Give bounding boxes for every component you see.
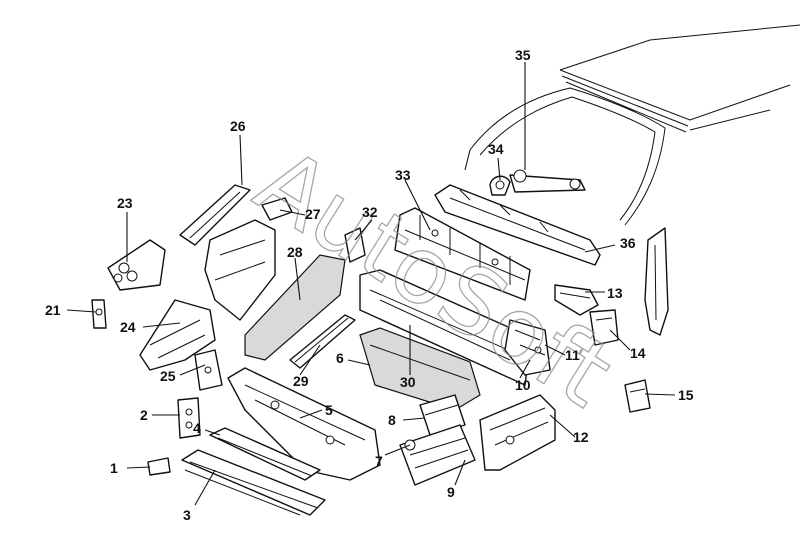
callout-13: 13 [607, 285, 623, 301]
bracket-2 [177, 397, 201, 439]
bracket-10-11 [504, 319, 551, 376]
upper-rail-26 [179, 184, 251, 246]
callout-27: 27 [305, 206, 321, 222]
right-apron-12 [479, 394, 556, 471]
callout-35: 35 [515, 47, 531, 63]
callout-14: 14 [630, 345, 646, 361]
bolt-21 [91, 299, 107, 329]
crossmember-4 [209, 427, 321, 481]
callout-26: 26 [230, 118, 246, 134]
left-apron-24 [139, 299, 216, 371]
cowl-panel-36 [434, 184, 601, 266]
callout-2: 2 [140, 407, 148, 423]
callout-25: 25 [160, 368, 176, 384]
callout-11: 11 [565, 347, 580, 363]
callout-10: 10 [515, 377, 531, 393]
callout-6: 6 [336, 350, 344, 366]
callout-34: 34 [488, 141, 504, 157]
strut-mount-23 [107, 239, 166, 291]
bulkhead-33 [394, 207, 531, 301]
callout-labels: 1 2 3 4 5 6 7 8 9 10 11 12 13 14 15 21 2… [45, 47, 694, 523]
side-rail-29 [289, 314, 356, 369]
lower-tray-9 [399, 424, 476, 486]
callout-8: 8 [388, 412, 396, 428]
clip-1 [147, 457, 171, 476]
callout-4: 4 [193, 420, 201, 436]
wiper-linkage-34-35 [489, 169, 586, 196]
bumper-reinforcement-3 [181, 449, 326, 516]
callout-29: 29 [293, 373, 309, 389]
callout-36: 36 [620, 235, 636, 251]
floor-panel-28 [244, 254, 346, 361]
tray-6 [359, 327, 481, 411]
bracket-32 [344, 227, 366, 263]
callout-3: 3 [183, 507, 191, 523]
a-pillar [644, 227, 669, 336]
callout-15: 15 [678, 387, 694, 403]
battery-tray-8 [419, 394, 466, 436]
box-15 [624, 379, 651, 413]
callout-28: 28 [287, 244, 303, 260]
callout-33: 33 [395, 167, 411, 183]
callout-1: 1 [110, 460, 118, 476]
leader-lines [66, 62, 676, 506]
callout-23: 23 [117, 195, 133, 211]
wheel-housing [204, 219, 276, 321]
dash-panel-30 [359, 269, 531, 386]
callout-7: 7 [375, 453, 383, 469]
windshield-roof-outline [464, 24, 801, 226]
callout-24: 24 [120, 319, 136, 335]
bracket-25 [194, 349, 223, 391]
radiator-support-5 [227, 367, 381, 481]
bracket-14 [589, 309, 619, 346]
callout-5: 5 [325, 402, 333, 418]
callout-21: 21 [45, 302, 61, 318]
callout-32: 32 [362, 204, 378, 220]
callout-30: 30 [400, 374, 416, 390]
callout-12: 12 [573, 429, 589, 445]
callout-9: 9 [447, 484, 455, 500]
